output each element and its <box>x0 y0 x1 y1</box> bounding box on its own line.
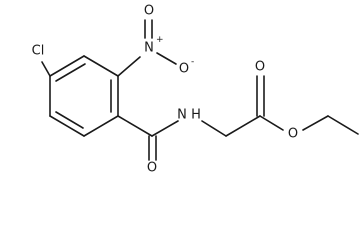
bond-ring-inner-1 <box>55 63 86 82</box>
bond-c-o-ether <box>259 115 284 131</box>
atom-labels: Cl N + O O - N H O O O <box>32 4 298 176</box>
bonds <box>41 19 359 161</box>
amide-oxygen-label: O <box>147 161 157 176</box>
chlorine-label: Cl <box>32 44 45 59</box>
bond-ring-4 <box>83 115 119 137</box>
bond-ring-inner-3 <box>55 111 84 129</box>
bond-ch2-ch3 <box>327 115 359 135</box>
bond-c-nh <box>151 120 179 137</box>
amide-nitrogen-label: N <box>177 108 187 123</box>
bond-ring-5 <box>49 115 85 137</box>
ester-ether-oxygen-label: O <box>288 127 298 142</box>
nitro-nitrogen-label: N <box>144 41 154 56</box>
bond-n-o-right <box>156 52 177 65</box>
chemical-structure: Cl N + O O - N H O O O <box>32 4 359 176</box>
ester-carbonyl-oxygen-label: O <box>255 60 265 75</box>
nitro-oxygen-right-label: O <box>179 62 189 77</box>
nitro-oxygen-charge: - <box>191 57 194 67</box>
bond-ring-1 <box>49 55 85 77</box>
bond-c-nitro-n <box>117 56 141 77</box>
bond-o-ch2 <box>302 115 329 131</box>
bond-nh-ch2 <box>201 120 227 137</box>
nitro-nitrogen-charge: + <box>156 35 164 45</box>
bond-ring-2 <box>83 55 119 77</box>
bond-c-cl <box>41 61 51 77</box>
nitro-oxygen-top-label: O <box>144 4 154 19</box>
bond-ring-carbonyl <box>117 115 153 137</box>
amide-hydrogen-label: H <box>191 108 201 123</box>
bond-ch2-c <box>225 115 261 137</box>
